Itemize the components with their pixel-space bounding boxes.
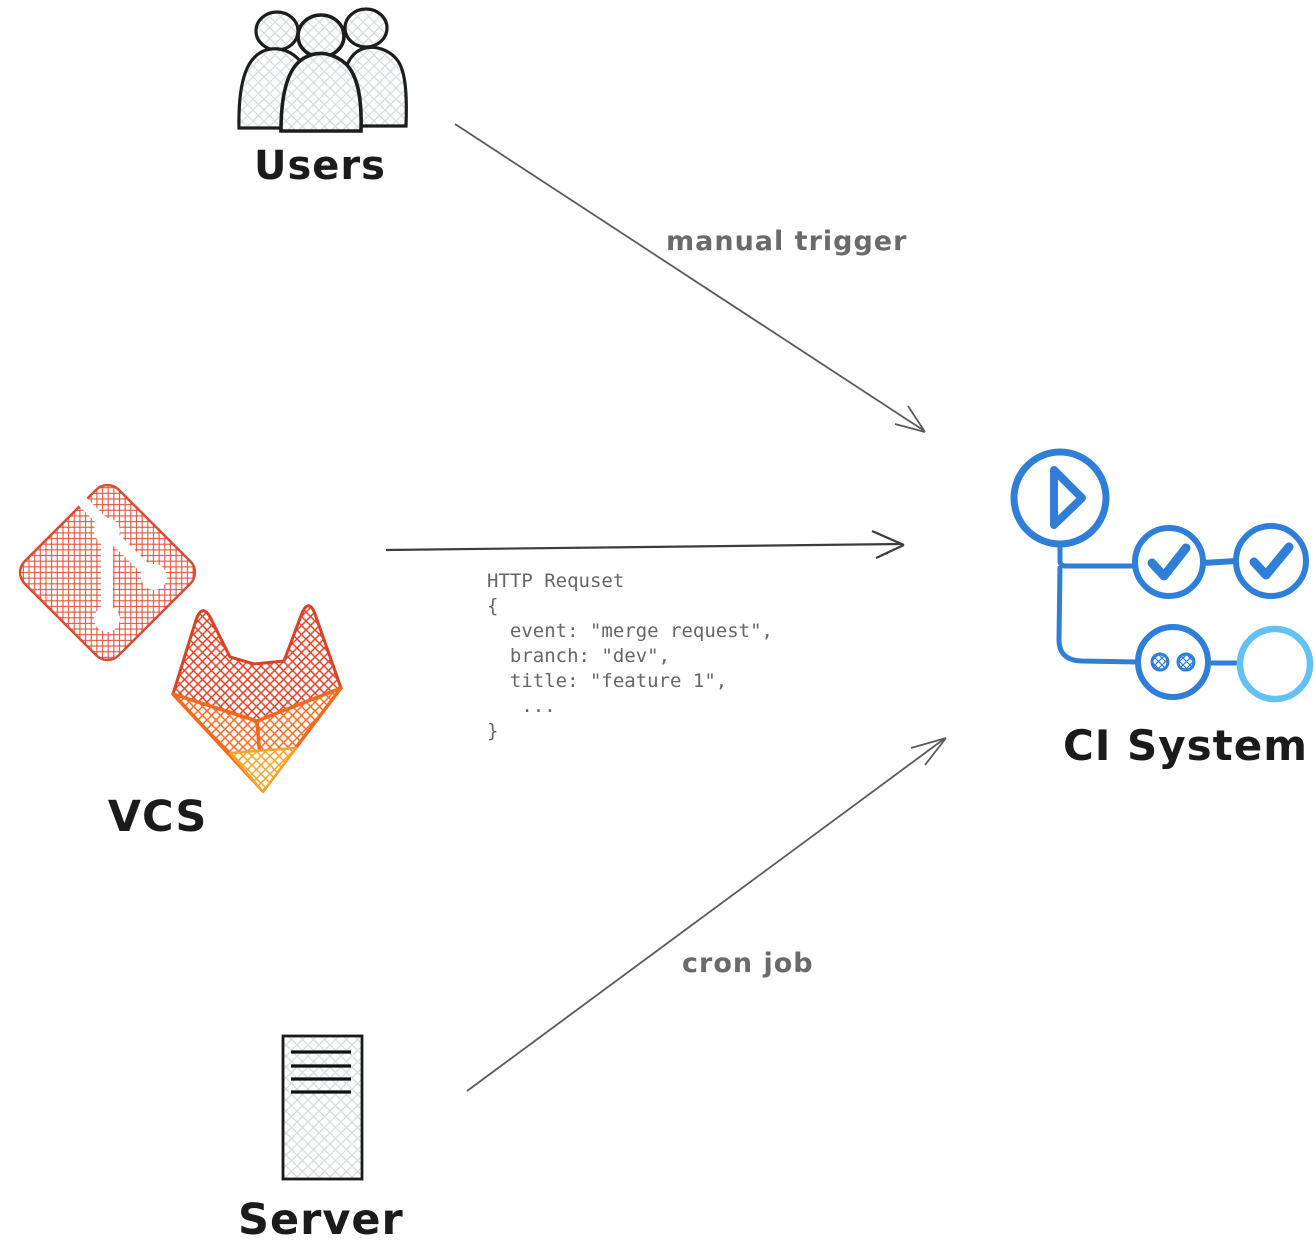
manual-trigger-edge-label: manual trigger <box>666 226 908 257</box>
pipeline-running-stage <box>1135 624 1211 700</box>
three-users-icon <box>237 7 408 133</box>
manual-trigger-arrow <box>454 123 926 433</box>
pipeline-check-stage-1 <box>1132 525 1206 599</box>
http-request-line: ... <box>487 695 556 717</box>
pipeline-play-stage <box>1010 448 1110 548</box>
http-request-line: } <box>487 720 499 742</box>
pipeline-pending-stage <box>1236 625 1314 703</box>
pipeline-icon <box>1010 448 1314 703</box>
http-request-payload: HTTP Requset { event: "merge request", b… <box>487 569 773 744</box>
http-request-line: branch: "dev", <box>487 645 671 667</box>
pipeline-check-stage-2 <box>1233 523 1309 599</box>
cron-job-edge-label: cron job <box>682 948 814 979</box>
http-request-arrow <box>385 529 905 559</box>
vcs-node-label: VCS <box>107 792 208 842</box>
gitlab-fox-icon <box>171 604 343 794</box>
http-request-line: { <box>487 595 499 617</box>
server-tower-icon <box>281 1034 364 1181</box>
http-request-line: HTTP Requset <box>487 570 625 592</box>
cron-job-arrow <box>466 737 947 1092</box>
users-node-label: Users <box>254 143 386 189</box>
ci-system-node-label: CI System <box>1062 721 1309 770</box>
server-node-label: Server <box>238 1195 404 1245</box>
http-request-line: event: "merge request", <box>487 620 773 642</box>
http-request-line: title: "feature 1", <box>487 670 728 692</box>
git-logo-icon <box>18 483 197 662</box>
